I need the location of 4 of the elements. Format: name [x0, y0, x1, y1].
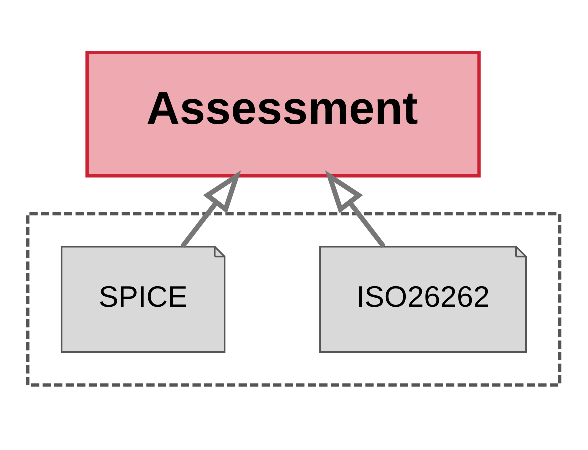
cluster [26, 212, 562, 386]
arrow [325, 170, 386, 248]
node-box: Assessment [86, 50, 481, 178]
arrow [180, 170, 242, 248]
